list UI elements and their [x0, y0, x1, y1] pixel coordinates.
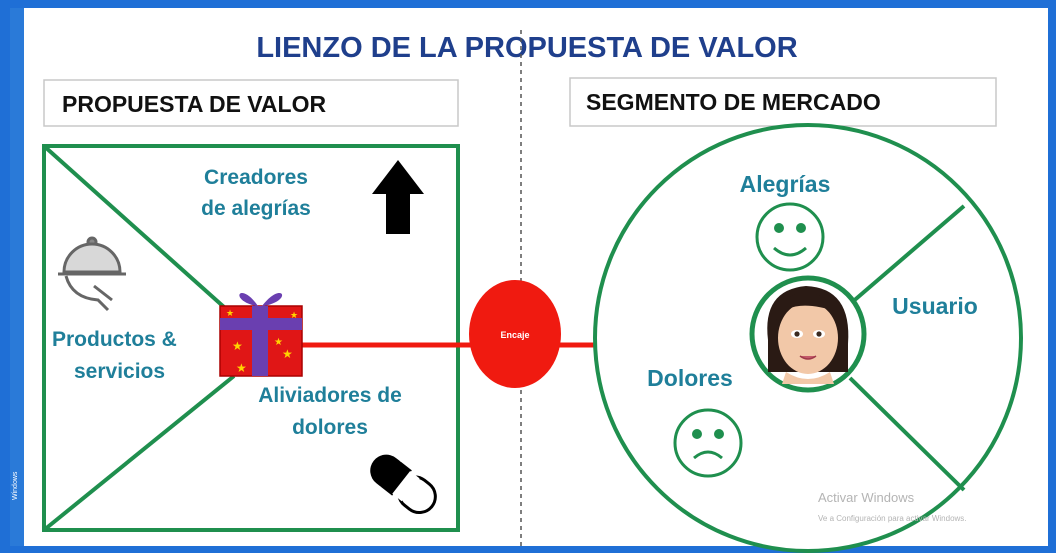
smiley-icon [755, 202, 825, 272]
fit-circle [469, 280, 561, 388]
left-frame-strip [10, 8, 24, 546]
gain-creators-line1: Creadores [204, 166, 308, 189]
products-line1: Productos & [52, 328, 177, 351]
products-line2: servicios [74, 360, 165, 383]
profile-divider-bottom [848, 376, 966, 492]
svg-text:★: ★ [282, 347, 293, 361]
sad-face-icon [673, 408, 743, 478]
left-header-label: PROPUESTA DE VALOR [62, 91, 326, 117]
up-arrow-icon [372, 160, 424, 234]
pain-relievers-line2: dolores [292, 416, 368, 439]
svg-text:★: ★ [226, 308, 234, 318]
cloche-icon [58, 236, 126, 312]
left-header-box [43, 79, 459, 127]
pains-label: Dolores [647, 365, 733, 391]
gift-icon: ★ ★ ★ ★ ★ ★ [219, 292, 303, 377]
pill-icon [370, 454, 437, 515]
customer-profile: Alegrías Usuario Dolores [593, 123, 1023, 553]
value-map-diagonal-bottom [42, 374, 236, 532]
user-label: Usuario [892, 293, 978, 319]
value-map-diagonal-top [42, 144, 236, 318]
gains-label: Alegrías [740, 171, 831, 197]
right-header-label: SEGMENTO DE MERCADO [586, 89, 881, 115]
gain-creators-line2: de alegrías [201, 197, 311, 220]
svg-text:★: ★ [290, 310, 298, 320]
page-title: LIENZO DE LA PROPUESTA DE VALOR [256, 32, 797, 64]
fit-node: Encaje [469, 280, 561, 388]
activation-watermark-subtitle: Ve a Configuración para activar Windows. [818, 514, 967, 523]
profile-divider-top [848, 204, 966, 306]
fit-label: Encaje [500, 330, 529, 340]
pain-relievers-line1: Aliviadores de [258, 384, 402, 407]
svg-text:★: ★ [236, 361, 247, 375]
right-header-box [569, 77, 997, 127]
woman-avatar-icon [767, 286, 849, 384]
side-tag: Windows [12, 471, 19, 500]
activation-watermark-title: Activar Windows [818, 490, 915, 505]
svg-text:★: ★ [274, 337, 283, 348]
svg-text:★: ★ [232, 339, 243, 353]
